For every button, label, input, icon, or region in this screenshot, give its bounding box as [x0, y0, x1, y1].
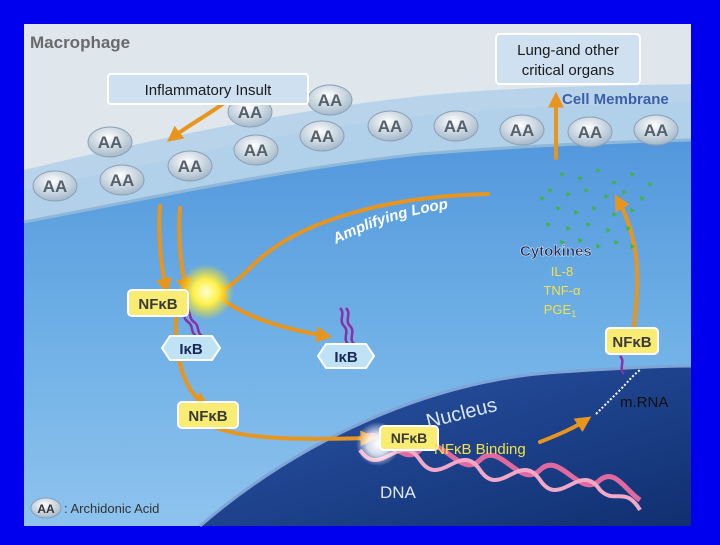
organs-box: Lung-and other critical organs: [495, 33, 641, 85]
nfkb-binding-label: NFκB Binding: [434, 441, 526, 458]
aa-molecule: AA: [167, 150, 213, 182]
aa-label: AA: [98, 133, 123, 152]
aa-molecule: AA: [233, 134, 279, 166]
cytokine-tnf: TNF-α: [543, 283, 581, 298]
cytokine-dot: [566, 192, 571, 197]
aa-label: AA: [238, 103, 263, 122]
cytokine-dot: [540, 196, 545, 201]
nfkb-label-4: NFκB: [612, 334, 651, 351]
nfkb-box-transit: NFκB: [177, 401, 239, 429]
cytokine-dot: [596, 244, 601, 249]
aa-label: AA: [644, 121, 669, 140]
ikb-label-1: IκB: [179, 341, 203, 358]
legend: AA : Archidonic Acid: [30, 497, 159, 519]
nfkb-label-3: NFκB: [391, 430, 428, 446]
nfkb-box-mrna: NFκB: [605, 327, 659, 355]
dna-helix: [358, 432, 642, 512]
pge-subscript: 1: [571, 309, 576, 319]
nfkb-box-nucleus: NFκB: [379, 425, 439, 451]
cytokine-dot: [630, 208, 635, 213]
cytokine-dot: [648, 182, 653, 187]
aa-label: AA: [43, 177, 68, 196]
cytokine-dot: [592, 206, 597, 211]
aa-label: AA: [244, 141, 269, 160]
organs-label-line2: critical organs: [522, 62, 615, 79]
aa-molecule: AA: [367, 110, 413, 142]
aa-label: AA: [578, 123, 603, 142]
cytokine-dot: [614, 240, 619, 245]
aa-label: AA: [510, 121, 535, 140]
aa-molecule: AA: [299, 120, 345, 152]
activation-burst: [178, 264, 234, 320]
aa-label: AA: [178, 157, 203, 176]
nuclear-envelope: [199, 364, 692, 528]
cytokine-dot: [546, 222, 551, 227]
aa-molecule: AA: [633, 114, 679, 146]
cytokine-dot: [630, 244, 635, 249]
cytokine-dot: [560, 240, 565, 245]
cytokine-dot: [604, 194, 609, 199]
legend-text: : Archidonic Acid: [64, 501, 159, 516]
cytokine-dot: [584, 188, 589, 193]
cytokine-dot: [574, 210, 579, 215]
cytokine-dot: [586, 222, 591, 227]
aa-label: AA: [310, 127, 335, 146]
aa-label: AA: [378, 117, 403, 136]
cytokine-dot: [566, 226, 571, 231]
pge-base: PGE: [544, 302, 572, 317]
aa-molecule: AA: [433, 110, 479, 142]
ikb-label-2: IκB: [334, 349, 358, 366]
cell-membrane-label: Cell Membrane: [562, 91, 669, 108]
legend-token: AA: [37, 502, 55, 516]
aa-label: AA: [318, 91, 343, 110]
cytokine-dot: [640, 196, 645, 201]
cytokines-title: Cytokines: [520, 243, 592, 260]
nfkb-label-1: NFκB: [138, 296, 177, 313]
aa-label: AA: [110, 171, 135, 190]
mrna-label: m.RNA: [620, 394, 668, 411]
cytokine-dot: [630, 172, 635, 177]
inflammatory-insult-label: Inflammatory Insult: [145, 82, 273, 99]
cytokine-dot: [596, 168, 601, 173]
cytokine-dot: [560, 172, 565, 177]
cytokine-dots: [540, 168, 653, 249]
inflammatory-insult-box: Inflammatory Insult: [107, 73, 309, 105]
cytokine-dot: [622, 190, 627, 195]
cytokine-dot: [578, 238, 583, 243]
arachidonic-acid-molecules: AA AA AA AA AA AA AA AA AA AA AA AA AA: [32, 84, 679, 202]
aa-molecule: AA: [307, 84, 353, 116]
cytokine-dot: [578, 176, 583, 181]
aa-molecule: AA: [499, 114, 545, 146]
dna-label: DNA: [380, 483, 417, 502]
organs-label-line1: Lung-and other: [517, 42, 619, 59]
cytokine-il8: IL-8: [551, 264, 573, 279]
cytokine-dot: [556, 206, 561, 211]
macrophage-title: Macrophage: [30, 33, 130, 52]
cytokine-dot: [626, 226, 631, 231]
aa-label: AA: [444, 117, 469, 136]
aa-molecule: AA: [32, 170, 78, 202]
aa-molecule: AA: [567, 116, 613, 148]
ikb-box-released: IκB: [316, 343, 376, 369]
cytokine-dot: [612, 212, 617, 217]
cytokine-dot: [548, 188, 553, 193]
cytokine-dot: [612, 180, 617, 185]
aa-molecule: AA: [99, 164, 145, 196]
nfkb-box-cytoplasm: NFκB: [127, 289, 189, 317]
aa-molecule: AA: [87, 126, 133, 158]
cytokine-dot: [606, 228, 611, 233]
nfkb-label-2: NFκB: [188, 408, 227, 425]
mrna-strand: [595, 369, 641, 415]
ikb-box-bound: IκB: [160, 335, 222, 361]
cytokine-pge: PGE1: [544, 302, 576, 319]
